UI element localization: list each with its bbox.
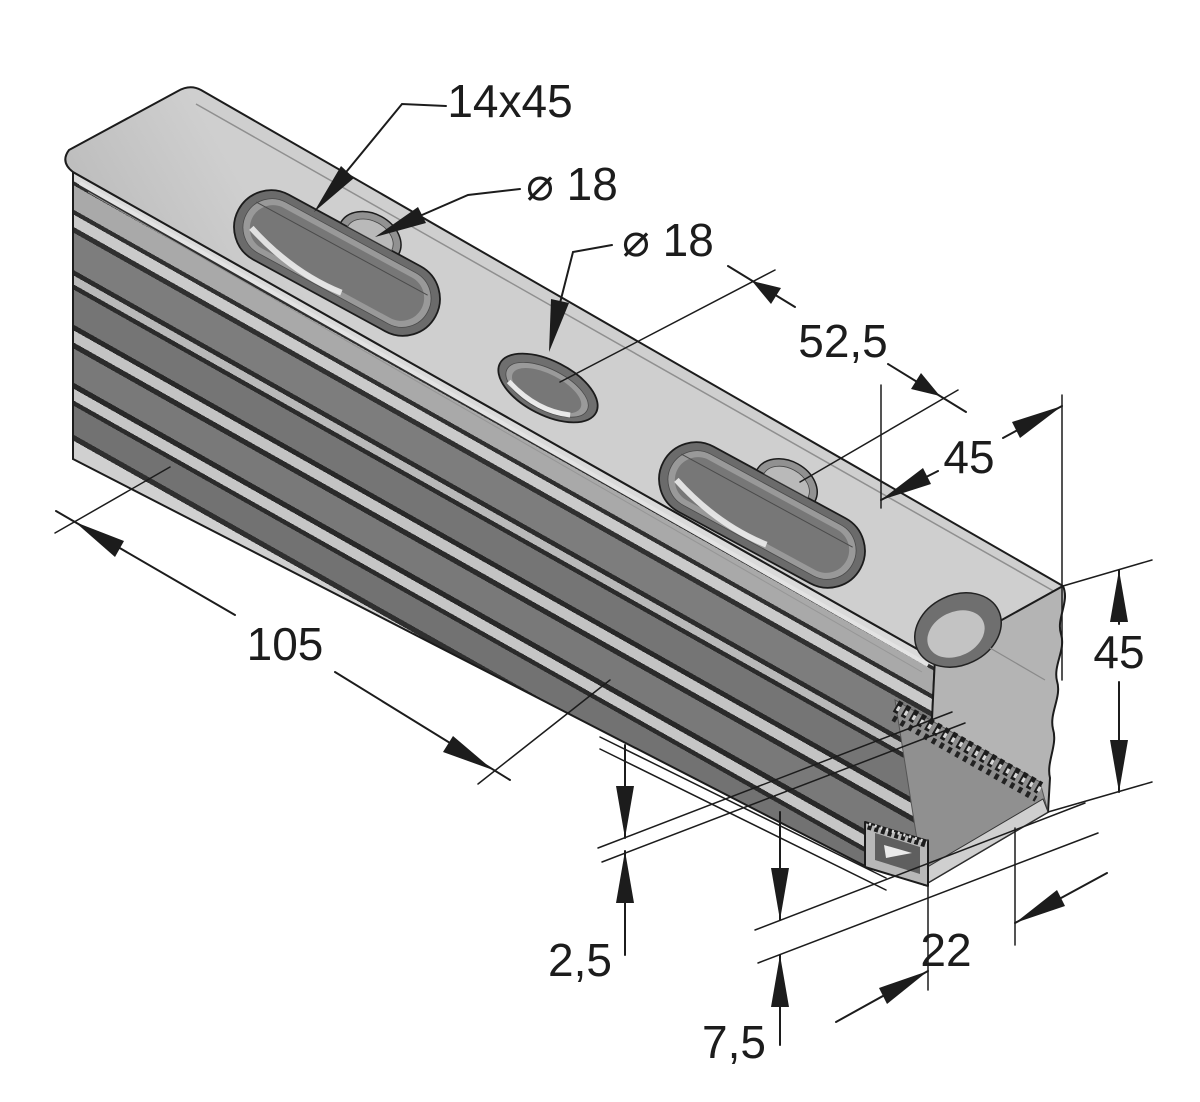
round-hole — [497, 352, 599, 424]
dim-arrowhead — [375, 207, 426, 237]
dim-arrowhead — [752, 281, 781, 304]
dim-label-hole-top: ⌀ 18 — [526, 158, 618, 210]
dim-arrowhead — [911, 373, 940, 396]
dim-label-hole-spacing: 52,5 — [798, 315, 888, 367]
rail-body — [64, 86, 1066, 887]
ext-line — [599, 748, 887, 891]
dim-material-thickness: 2,5 — [548, 711, 966, 986]
ext-line — [599, 736, 887, 879]
dim-arrowhead — [443, 736, 493, 770]
dim-top-width: 45 — [880, 384, 1063, 681]
dim-foot-height: 7,5 — [599, 736, 1099, 1068]
dim-arrowhead — [616, 851, 634, 903]
slot-1 — [233, 189, 441, 337]
leader-line — [559, 244, 613, 304]
dim-arrowhead — [1012, 406, 1062, 438]
dim-arrowhead — [314, 166, 354, 212]
leader-line — [346, 102, 447, 172]
dim-label-hole-mid: ⌀ 18 — [622, 214, 714, 266]
ext-line — [477, 679, 611, 785]
dim-label-profile-height: 45 — [1093, 626, 1144, 678]
dim-arrowhead — [549, 299, 569, 352]
dim-label-foot-height: 7,5 — [702, 1016, 766, 1068]
dim-arrowhead — [616, 786, 634, 838]
dim-label-top-width: 45 — [943, 431, 994, 483]
ext-line — [559, 269, 776, 383]
ext-line — [799, 389, 959, 483]
dim-hole-spacing: 52,5 — [559, 265, 967, 483]
dim-arrowhead — [879, 971, 928, 1004]
ext-tick — [601, 722, 966, 863]
ext-line — [1062, 559, 1153, 587]
foot-serration-teeth — [866, 822, 928, 848]
dim-label-end-distance: 105 — [247, 618, 324, 670]
dim-profile-height: 45 — [1047, 559, 1153, 813]
ext-tick — [757, 832, 1099, 964]
ext-tick — [597, 711, 953, 849]
dim-label-foot-width: 22 — [920, 924, 971, 976]
slot-2 — [658, 441, 866, 589]
dim-foot-width: 22 — [835, 827, 1108, 1023]
dim-arrowhead — [75, 522, 124, 557]
dim-arrowhead — [771, 868, 789, 920]
dim-end-distance: 105 — [54, 466, 611, 785]
ext-line — [1047, 781, 1153, 813]
dim-arrowhead — [881, 468, 931, 500]
top-face-front-highlight — [79, 181, 929, 667]
dim-arrowhead — [1110, 570, 1128, 622]
ext-tick — [754, 802, 1086, 931]
dim-arrowhead — [1015, 890, 1065, 923]
dim-hole-mid: ⌀ 18 — [549, 214, 714, 352]
dim-label-slot-size: 14x45 — [447, 75, 572, 127]
dim-arrowhead — [771, 955, 789, 1007]
dim-label-material-thickness: 2,5 — [548, 934, 612, 986]
dim-hole-top: ⌀ 18 — [375, 158, 618, 237]
leader-line — [421, 188, 521, 216]
top-face-front-edge-line — [87, 191, 923, 673]
dim-slot-size: 14x45 — [314, 75, 573, 212]
dim-arrowhead — [1110, 740, 1128, 792]
